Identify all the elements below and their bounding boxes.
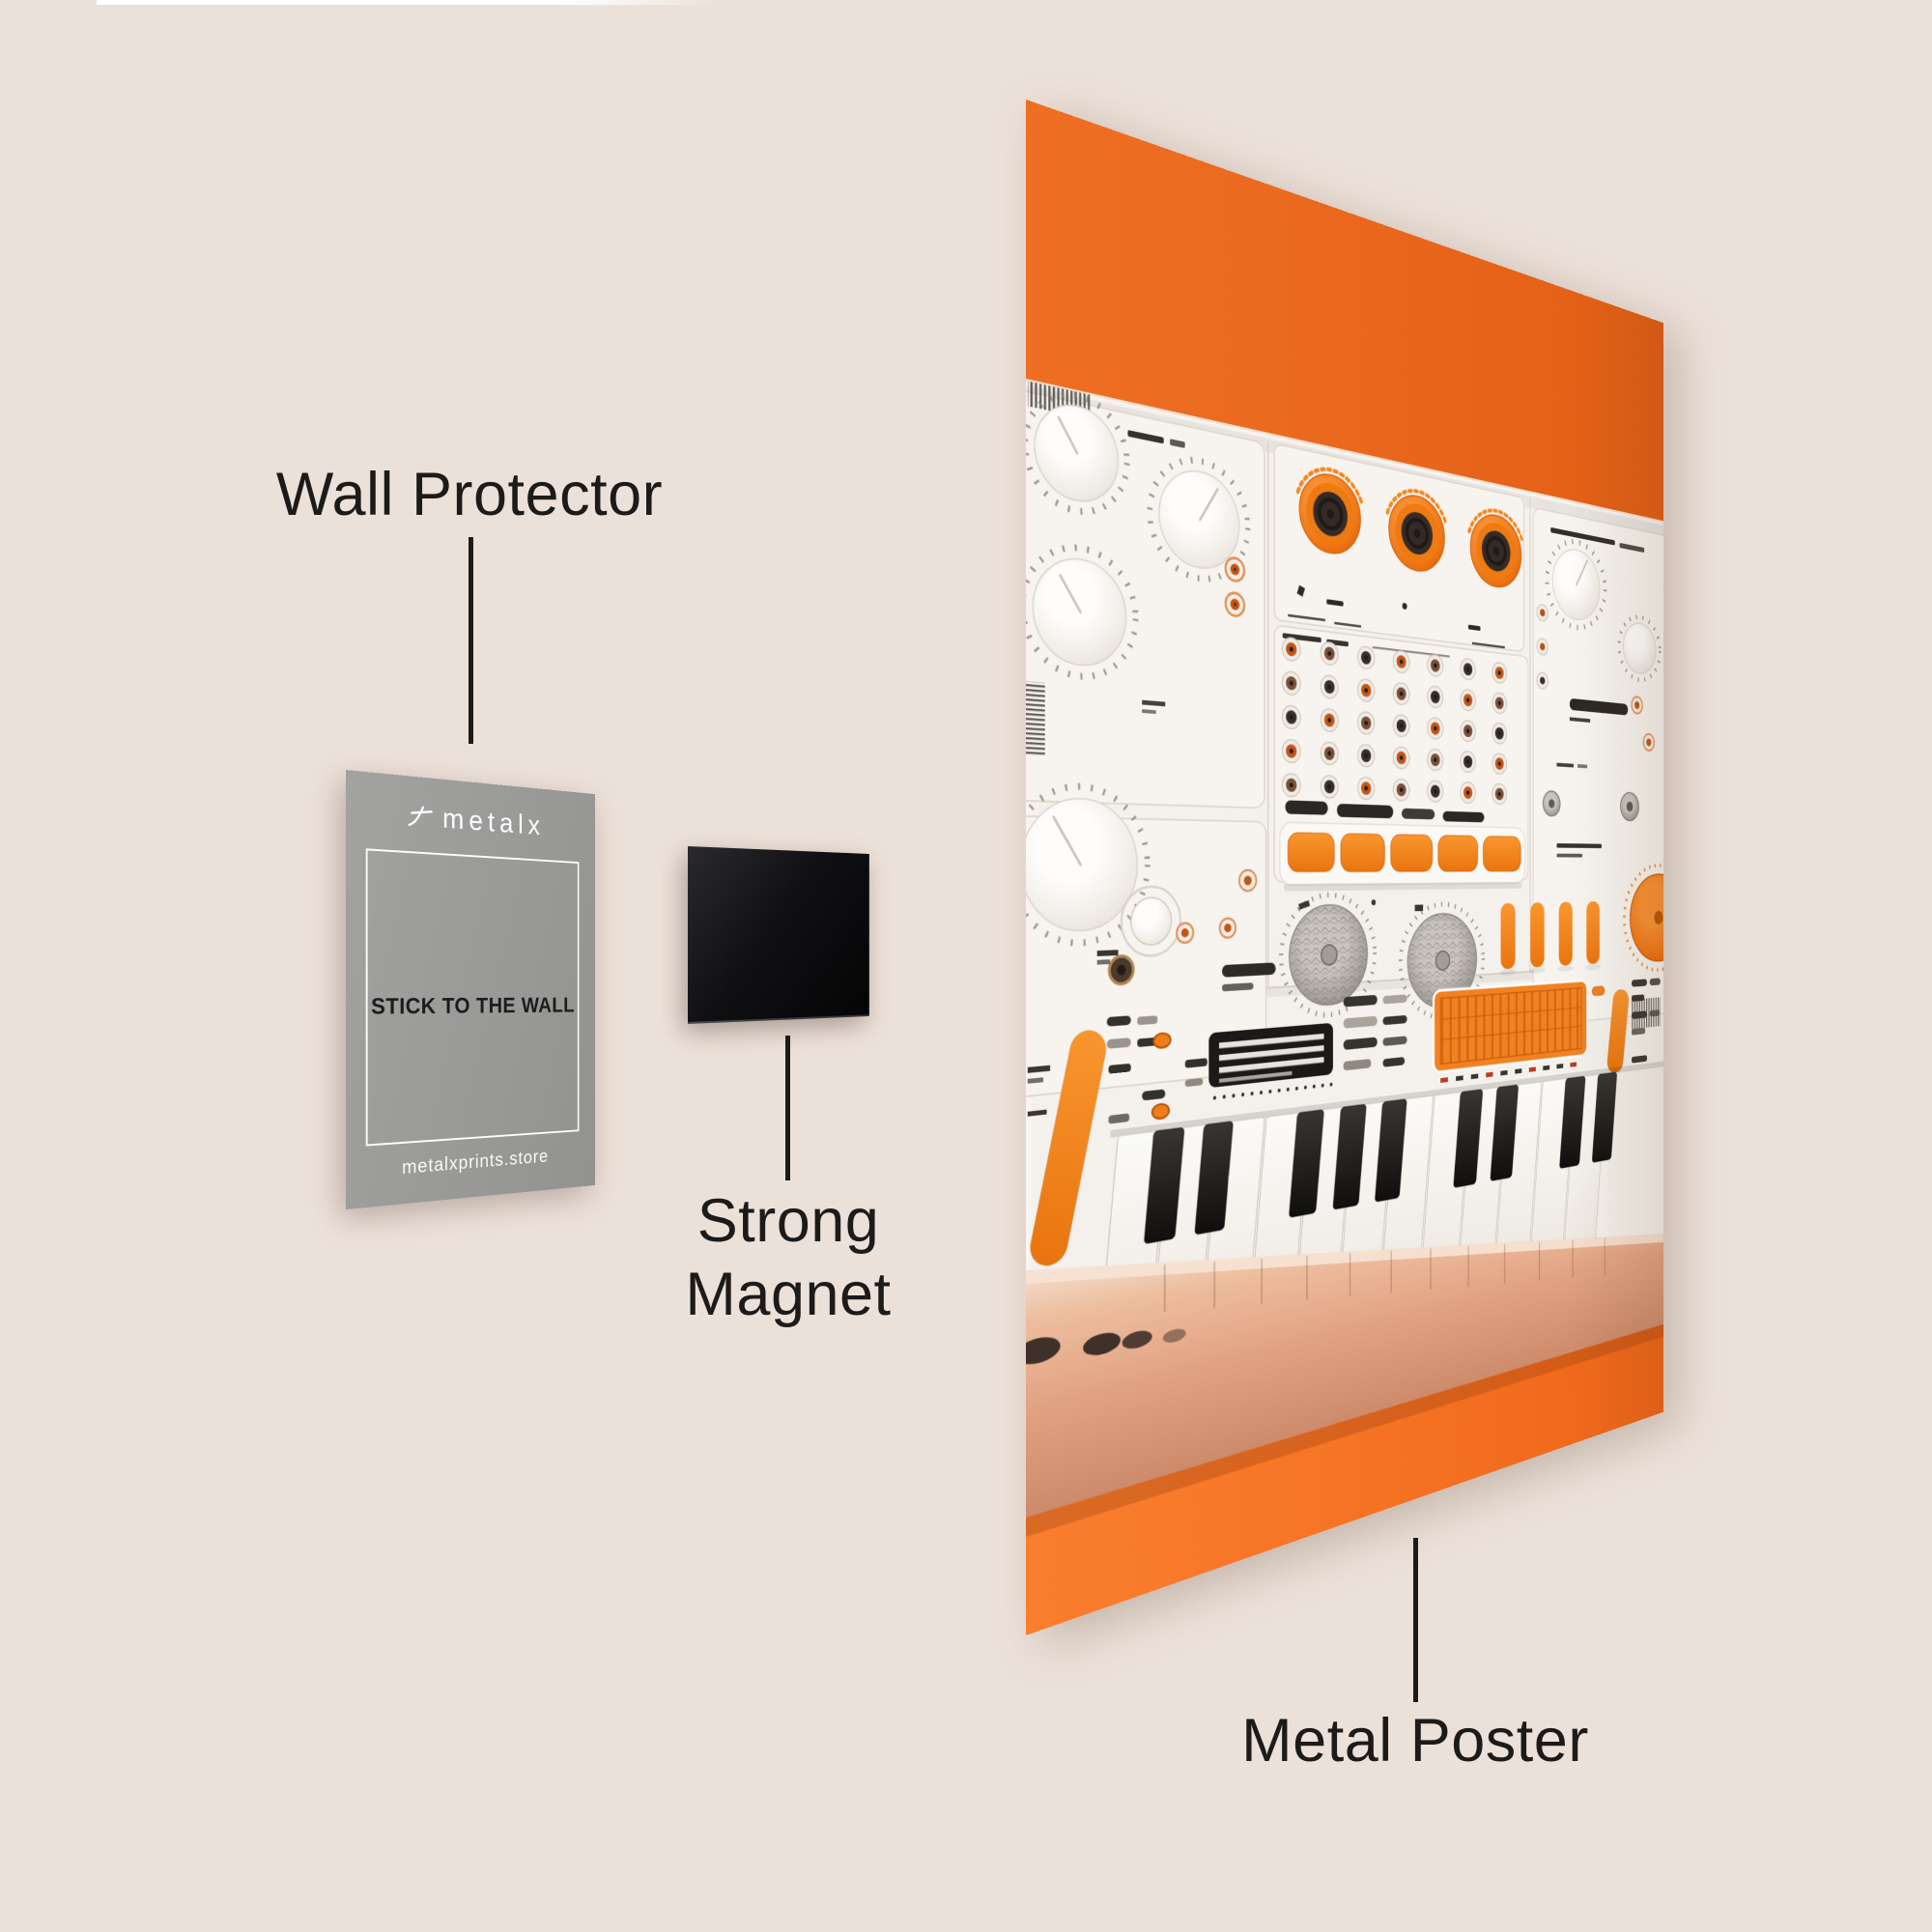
strong-magnet-face xyxy=(688,846,869,1024)
left-lower-panel xyxy=(1026,783,1276,1005)
metal-poster-connector-line xyxy=(1413,1538,1418,1702)
orange-button xyxy=(1483,837,1520,871)
orange-table xyxy=(1026,1323,1664,1635)
card-message: STICK TO THE WALL xyxy=(371,993,575,1020)
brass-jack xyxy=(1109,955,1133,984)
strong-magnet-label-line2: Magnet xyxy=(685,1261,892,1328)
patch-jack xyxy=(1428,749,1443,771)
orange-oval-button xyxy=(1153,1033,1171,1048)
orange-button xyxy=(1341,834,1384,871)
patch-jack xyxy=(1492,783,1507,805)
orange-jack xyxy=(1226,592,1244,617)
metal-poster-face xyxy=(1026,99,1664,1635)
metal-poster-label-text: Metal Poster xyxy=(1241,1707,1589,1775)
patch-jack xyxy=(1393,779,1409,801)
patch-jack xyxy=(1357,711,1374,734)
panel-label-mark xyxy=(1096,959,1111,965)
metal-poster xyxy=(1026,99,1932,1635)
metal-knob xyxy=(1543,791,1560,817)
patch-jack xyxy=(1357,777,1374,800)
strong-magnet-label: Strong Magnet xyxy=(547,1184,1030,1331)
patch-jack xyxy=(1492,723,1507,744)
patch-jack xyxy=(1321,742,1338,765)
metal-poster-label: Metal Poster xyxy=(1121,1706,1710,1776)
wall-protector-connector-line xyxy=(469,537,473,744)
wall-protector-label-text: Wall Protector xyxy=(275,461,664,528)
patch-jack xyxy=(1393,714,1409,737)
orange-button xyxy=(1391,835,1433,871)
synth-body-front xyxy=(1026,1152,1664,1520)
patch-jack xyxy=(1393,747,1409,769)
patch-jack xyxy=(1461,720,1476,742)
patch-jack xyxy=(1282,739,1300,763)
patch-jack xyxy=(1428,717,1443,739)
patch-jack xyxy=(1492,753,1507,775)
panel-label-mark xyxy=(1096,950,1119,956)
orange-jack xyxy=(1220,918,1236,937)
white-knob xyxy=(1026,384,1127,520)
orange-lcd xyxy=(1434,980,1587,1073)
card-logo: metalx xyxy=(346,793,595,845)
patch-jack xyxy=(1321,775,1338,798)
patch-jack xyxy=(1282,773,1300,797)
card-brand-text: metalx xyxy=(442,801,545,841)
orange-button xyxy=(1288,833,1334,871)
wall-protector-card-face: metalx STICK TO THE WALL metalxprints.st… xyxy=(346,770,596,1209)
jack-column xyxy=(1537,604,1548,690)
card-website: metalxprints.store xyxy=(402,1146,549,1179)
patch-jack xyxy=(1357,744,1374,767)
orange-button-row xyxy=(1288,833,1520,871)
orange-jack xyxy=(1177,923,1193,943)
orange-jack xyxy=(1239,870,1257,892)
white-knob-large xyxy=(1026,783,1148,945)
strong-magnet-connector-line xyxy=(785,1036,790,1180)
left-upper-panel xyxy=(1026,380,1248,756)
orange-slider xyxy=(1530,902,1545,968)
top-edge-strip xyxy=(97,0,720,5)
wall-protector-card: metalx STICK TO THE WALL metalxprints.st… xyxy=(346,770,640,1209)
synthesizer-artwork xyxy=(1026,99,1664,1635)
patch-jack xyxy=(1461,751,1476,772)
patch-jack xyxy=(1428,781,1443,803)
poster-orange-wall xyxy=(1026,99,1664,533)
strong-magnet-label-line1: Strong xyxy=(696,1187,880,1255)
right-shading xyxy=(1566,289,1664,1446)
white-knob xyxy=(1026,539,1136,681)
barcode-strip xyxy=(1026,681,1045,756)
metalx-logo-icon xyxy=(407,802,434,830)
orange-slider xyxy=(1500,903,1515,970)
strong-magnet xyxy=(688,846,895,1024)
orange-button xyxy=(1438,836,1478,871)
patch-jack xyxy=(1461,781,1476,803)
wall-protector-label: Wall Protector xyxy=(180,460,759,529)
